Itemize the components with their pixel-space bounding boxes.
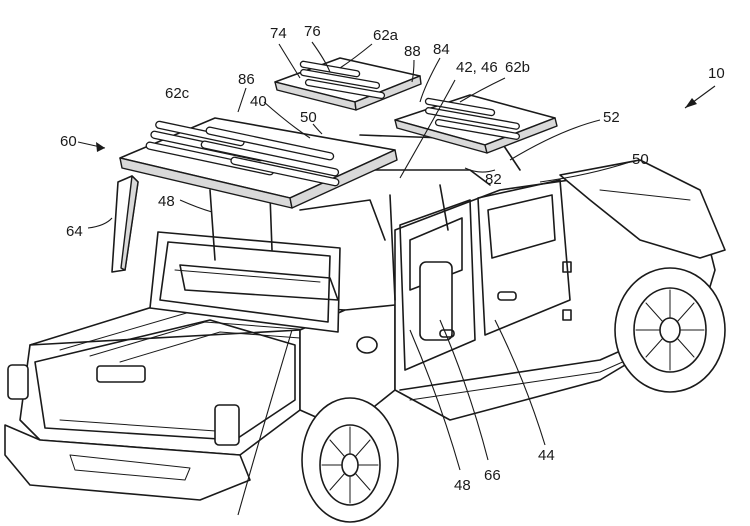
ref-10: 10 — [708, 65, 725, 82]
ref-48-left: 48 — [158, 193, 175, 210]
rear-seat-panel — [419, 261, 453, 341]
ref-76: 76 — [304, 23, 321, 40]
fuel-door — [356, 336, 378, 354]
ref-74: 74 — [270, 25, 287, 42]
roof-panel-62c — [119, 117, 398, 209]
ref-48-bottom: 48 — [454, 477, 471, 494]
ref-84: 84 — [433, 41, 450, 58]
vehicle-body — [4, 159, 726, 501]
left-tail-light — [7, 364, 29, 400]
front-wheel — [614, 267, 726, 393]
rear-window-frame — [149, 231, 341, 333]
ref-62c: 62c — [165, 85, 190, 102]
ref-82: 82 — [485, 171, 502, 188]
rear-bumper — [4, 424, 251, 501]
ref-86: 86 — [238, 71, 255, 88]
ref-64: 64 — [66, 223, 83, 240]
ref-66: 66 — [484, 467, 501, 484]
reference-arrows — [77, 85, 716, 152]
roof-panel-62a — [274, 57, 422, 111]
ref-44: 44 — [538, 447, 555, 464]
hood — [559, 159, 726, 259]
tailgate-handle — [96, 365, 146, 383]
ref-40: 40 — [250, 93, 267, 110]
seat-back — [179, 264, 339, 301]
ref-50-top: 50 — [300, 109, 317, 126]
ref-52: 52 — [603, 109, 620, 126]
ref-60: 60 — [60, 133, 77, 150]
reference-numerals: 74 76 62a 88 84 42, 46 62b 10 86 62c 40 … — [60, 23, 725, 494]
ref-50-right: 50 — [632, 151, 649, 168]
rear-door-frame — [399, 199, 476, 371]
leader-lines — [87, 41, 631, 516]
right-tail-light — [214, 404, 240, 446]
ref-88: 88 — [404, 43, 421, 60]
ref-42-46: 42, 46 — [456, 59, 498, 76]
ref-62b: 62b — [505, 59, 530, 76]
front-door-handle — [497, 291, 517, 301]
front-door-frame — [477, 179, 571, 336]
rear-wheel — [301, 397, 399, 523]
front-door-window — [487, 194, 556, 259]
ref-62a: 62a — [373, 27, 399, 44]
